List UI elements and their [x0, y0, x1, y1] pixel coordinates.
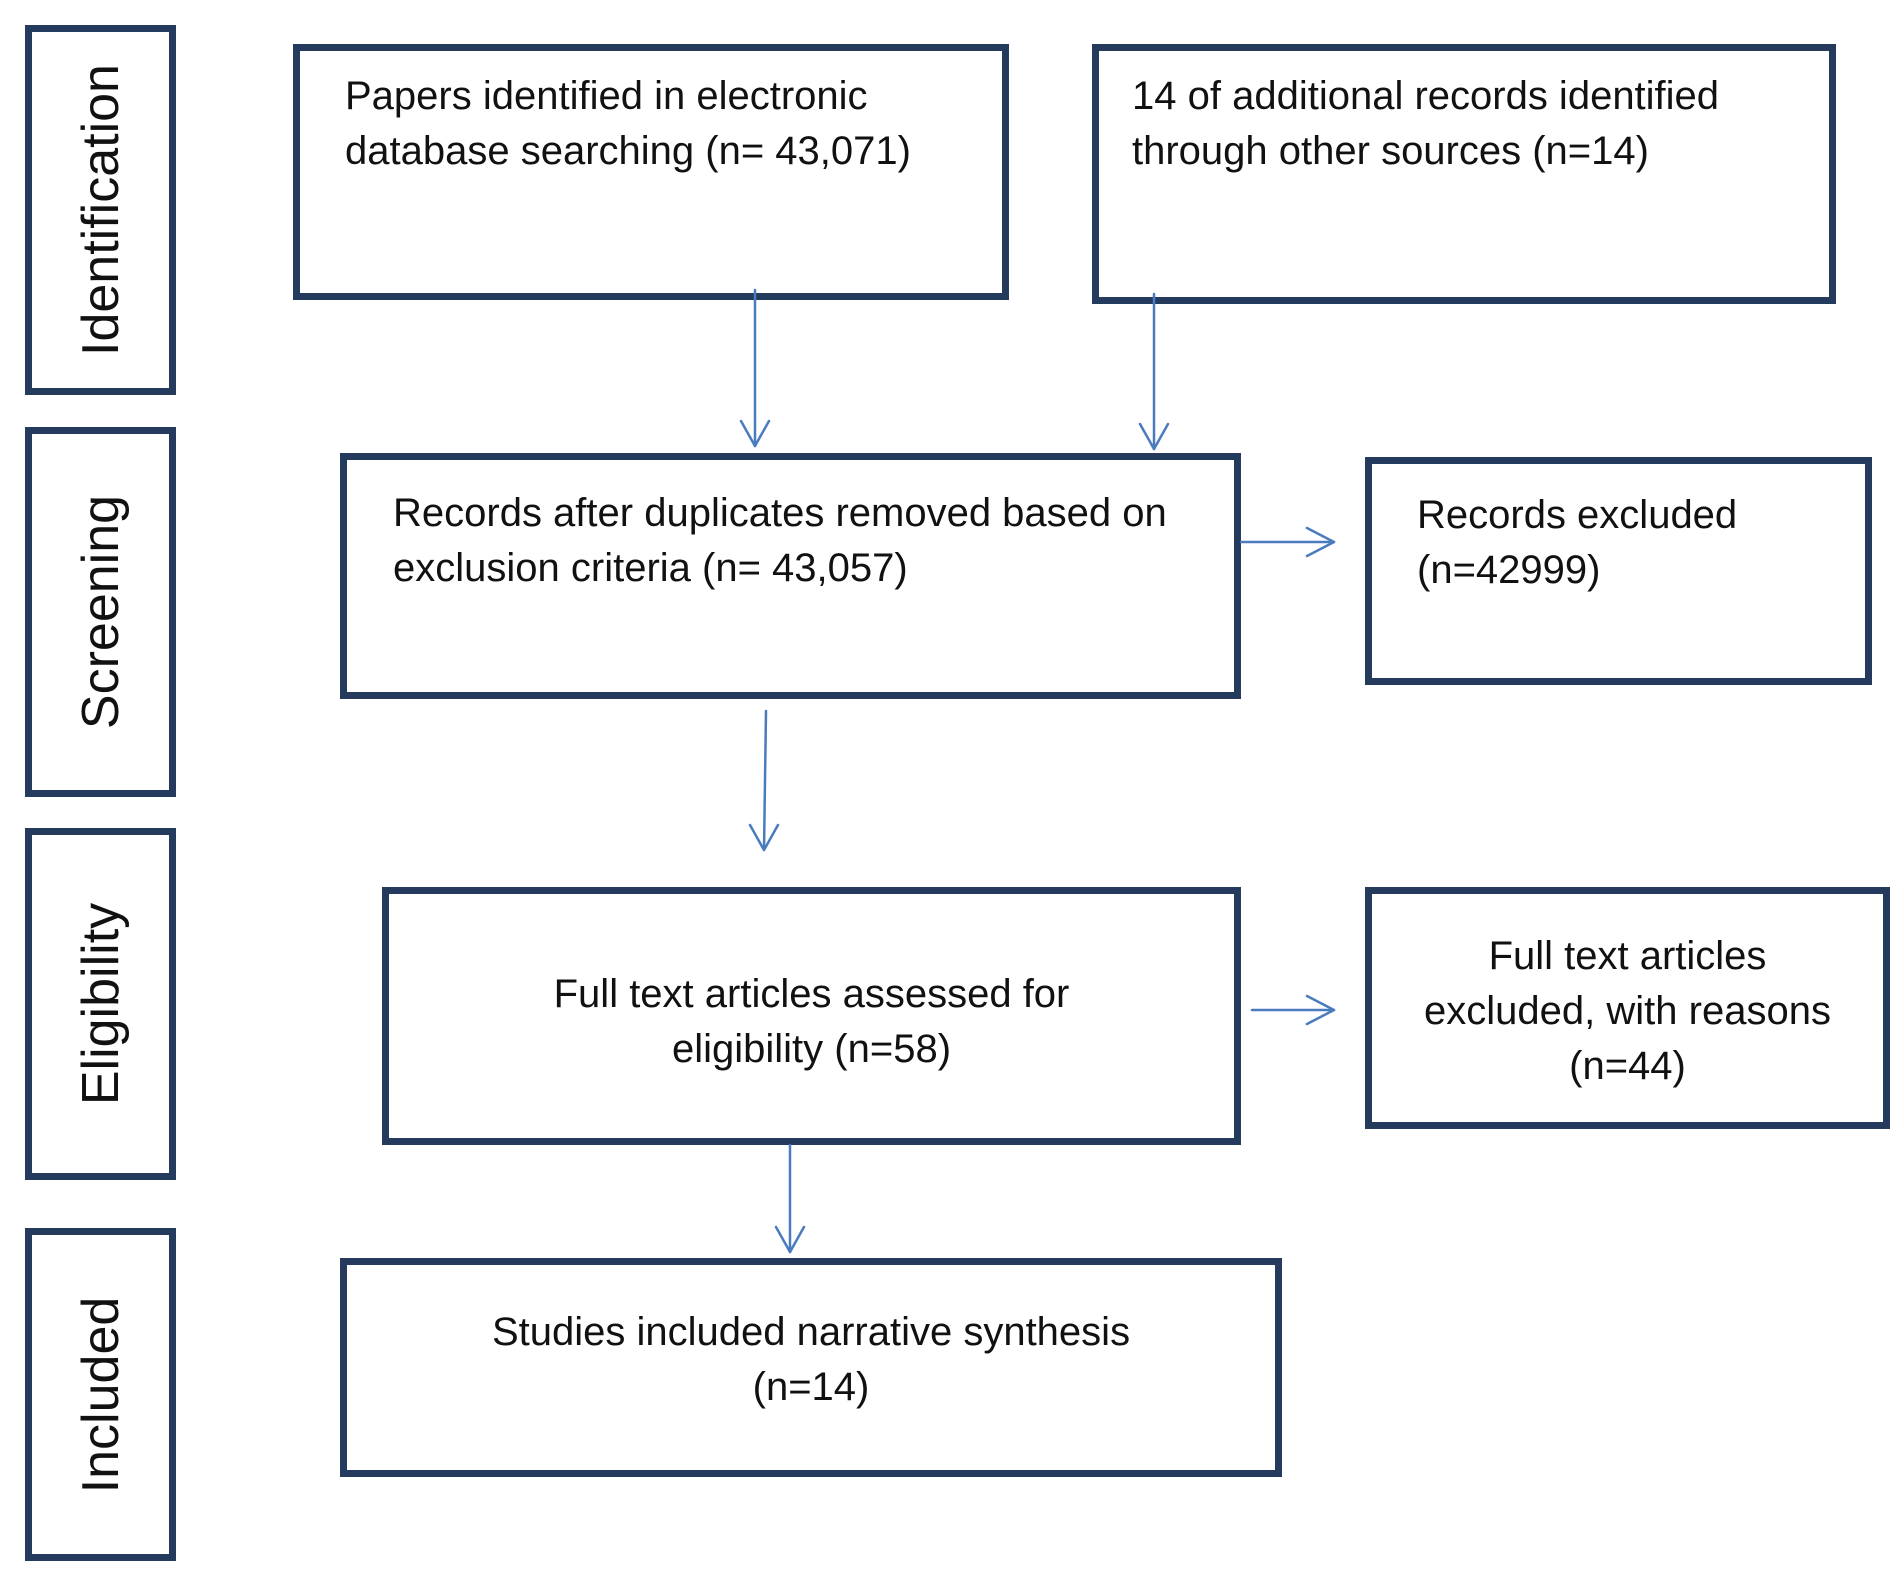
arrow-eligibility-to-included [774, 1143, 806, 1254]
arrow-screening-to-eligibility [748, 709, 780, 852]
arrow-to-fulltext-excluded [1250, 994, 1336, 1026]
box-database-search: Papers identified in electronic database… [293, 44, 1009, 300]
box-fulltext-assessed-text: Full text articles assessed for eligibil… [553, 972, 1070, 1072]
box-fulltext-assessed: Full text articles assessed for eligibil… [382, 887, 1241, 1145]
stage-identification: Identification [25, 25, 176, 395]
box-after-duplicates: Records after duplicates removed based o… [340, 453, 1241, 699]
box-fulltext-excluded-text: Full text articles excluded, with reason… [1424, 934, 1831, 1089]
box-other-sources: 14 of additional records identified thro… [1092, 44, 1836, 304]
arrow-database-to-screening [739, 288, 771, 448]
arrow-other-to-screening [1138, 292, 1170, 451]
box-after-duplicates-text: Records after duplicates removed based o… [393, 491, 1167, 591]
box-records-excluded: Records excluded (n=42999) [1365, 457, 1872, 685]
box-included-studies: Studies included narrative synthesis (n=… [340, 1258, 1282, 1477]
stage-eligibility: Eligibility [25, 828, 176, 1180]
box-fulltext-excluded: Full text articles excluded, with reason… [1365, 887, 1890, 1129]
box-included-studies-text: Studies included narrative synthesis (n=… [491, 1310, 1131, 1410]
arrow-to-records-excluded [1239, 526, 1336, 558]
box-database-search-text: Papers identified in electronic database… [345, 74, 911, 174]
stage-included: Included [25, 1228, 176, 1561]
box-records-excluded-text: Records excluded (n=42999) [1417, 493, 1738, 593]
box-other-sources-text: 14 of additional records identified thro… [1132, 74, 1720, 174]
stage-screening: Screening [25, 427, 176, 797]
